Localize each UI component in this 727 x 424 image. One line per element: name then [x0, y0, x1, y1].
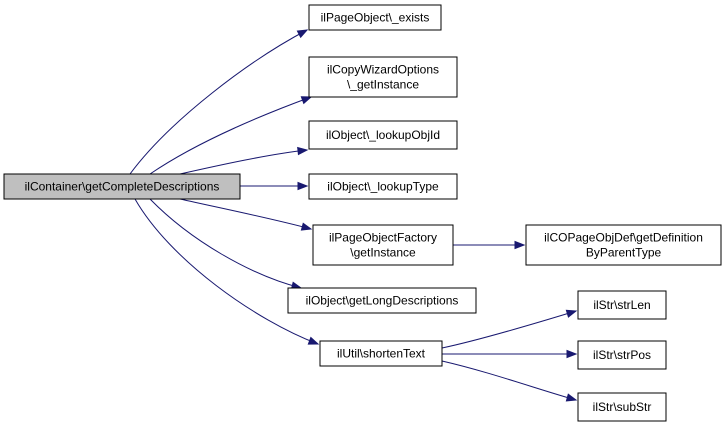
- node-label: ilStr\strLen: [593, 298, 650, 312]
- node-longDesc[interactable]: ilObject\getLongDescriptions: [287, 287, 477, 314]
- node-label: ilStr\subStr: [593, 400, 652, 414]
- node-lookupType[interactable]: ilObject\_lookupType: [308, 173, 458, 200]
- node-label: ilStr\strPos: [593, 348, 651, 362]
- node-label: ilObject\getLongDescriptions: [306, 294, 459, 308]
- edge-line: [179, 198, 312, 230]
- edge-shortenText-subStr: [441, 360, 578, 402]
- edges-layer: [129, 29, 578, 402]
- arrowhead-icon: [297, 146, 309, 156]
- nodes-layer: ilContainer\getCompleteDescriptions ilPag…: [3, 4, 722, 422]
- node-box[interactable]: [308, 4, 442, 31]
- arrowhead-icon: [565, 309, 578, 318]
- arrowhead-icon: [566, 349, 578, 359]
- node-box[interactable]: [577, 340, 667, 370]
- node-box[interactable]: [308, 56, 458, 98]
- node-box[interactable]: [577, 392, 667, 422]
- node-label: ilObject\_lookupObjId: [326, 128, 440, 142]
- node-subStr[interactable]: ilStr\subStr: [577, 392, 667, 422]
- node-label: ilContainer\getCompleteDescriptions: [25, 180, 220, 194]
- edge-line: [129, 29, 308, 175]
- edge-root-lookupObjId: [179, 146, 309, 175]
- node-label: \_getInstance: [347, 78, 419, 92]
- node-label: ilCOPageObjDef\getDefinition: [544, 231, 703, 245]
- arrowhead-icon: [296, 29, 309, 39]
- node-label: ilObject\_lookupType: [327, 180, 439, 194]
- node-root[interactable]: ilContainer\getCompleteDescriptions: [3, 173, 241, 200]
- node-label: ilCopyWizardOptions: [327, 63, 439, 77]
- edge-line: [134, 198, 319, 345]
- arrowhead-icon: [565, 393, 578, 402]
- node-box[interactable]: [312, 224, 454, 266]
- node-strPos[interactable]: ilStr\strPos: [577, 340, 667, 370]
- edge-shortenText-strPos: [441, 349, 578, 359]
- edge-line: [179, 149, 308, 175]
- node-shortenText[interactable]: ilUtil\shortenText: [319, 340, 443, 367]
- edge-root-exists: [129, 29, 309, 175]
- node-wizard[interactable]: ilCopyWizardOptions\_getInstance: [308, 56, 458, 98]
- arrowhead-icon: [514, 240, 526, 250]
- edge-line: [441, 310, 577, 349]
- node-label: \getInstance: [350, 246, 416, 260]
- edge-line: [441, 360, 577, 401]
- node-factory[interactable]: ilPageObjectFactory\getInstance: [312, 224, 454, 266]
- edge-shortenText-strLen: [441, 309, 578, 349]
- edge-root-lookupType: [240, 181, 309, 191]
- node-box[interactable]: [577, 290, 667, 320]
- node-box[interactable]: [319, 340, 443, 367]
- node-label: ilPageObjectFactory: [329, 231, 437, 245]
- arrowhead-icon: [297, 181, 309, 191]
- node-strLen[interactable]: ilStr\strLen: [577, 290, 667, 320]
- node-box[interactable]: [308, 120, 458, 150]
- edge-line: [149, 198, 302, 289]
- edge-root-factory: [179, 198, 313, 231]
- edge-root-shortenText: [134, 198, 320, 345]
- edge-line: [149, 96, 312, 175]
- node-lookupObjId[interactable]: ilObject\_lookupObjId: [308, 120, 458, 150]
- node-label: ByParentType: [586, 246, 662, 260]
- node-exists[interactable]: ilPageObject\_exists: [308, 4, 442, 31]
- node-box[interactable]: [3, 173, 241, 200]
- edge-factory-copageDef: [453, 240, 526, 250]
- arrowhead-icon: [300, 222, 313, 231]
- edge-root-wizard: [149, 96, 313, 175]
- node-label: ilUtil\shortenText: [337, 347, 426, 361]
- arrowhead-icon: [307, 336, 320, 345]
- node-box[interactable]: [308, 173, 458, 200]
- node-box[interactable]: [287, 287, 477, 314]
- edge-root-longDesc: [149, 198, 303, 290]
- node-label: ilPageObject\_exists: [321, 11, 430, 25]
- arrowhead-icon: [300, 96, 313, 105]
- node-box[interactable]: [525, 224, 722, 266]
